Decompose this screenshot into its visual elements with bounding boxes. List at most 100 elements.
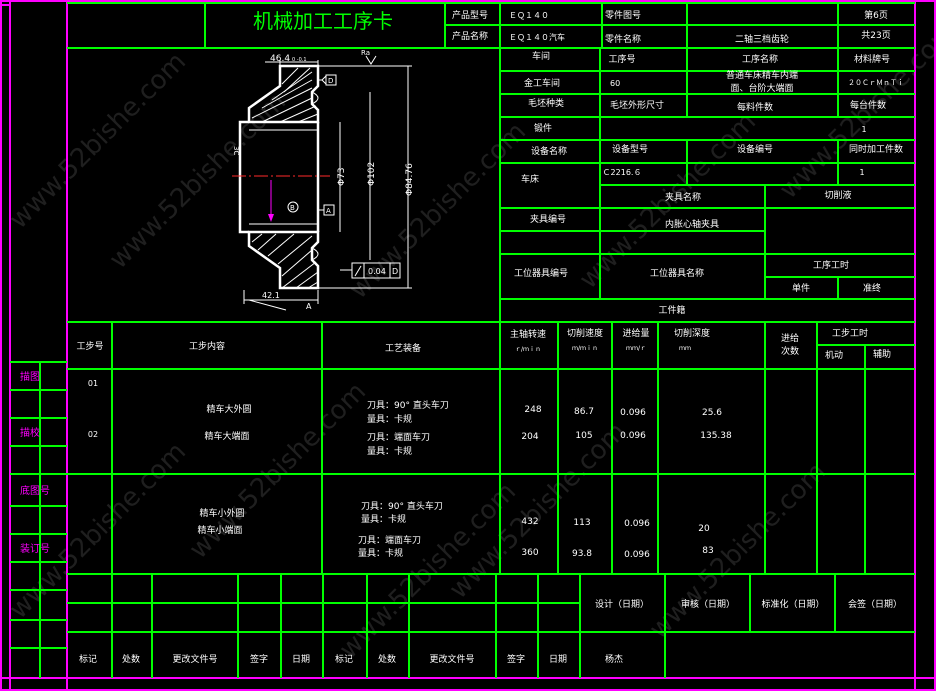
op-name-value-line2: 面、台阶大端面 — [730, 82, 793, 94]
col-step-no: 工步号 — [76, 341, 103, 352]
unit-time-label: 单件 — [792, 282, 810, 294]
gear-section-bottom — [247, 230, 320, 290]
equip-name-label: 设备名称 — [531, 145, 567, 157]
card-title: 机械加工工序卡 — [253, 9, 393, 33]
rev-name: 杨杰 — [605, 653, 623, 665]
col-aux: 辅助 — [873, 348, 891, 360]
runout-datum: D — [392, 267, 398, 276]
groove-bottom — [311, 247, 319, 261]
gear-section-top — [247, 64, 320, 124]
col-step-content: 工步内容 — [189, 340, 225, 352]
station-no-label: 工位器具编号 — [514, 267, 568, 279]
rev-place-2: 处数 — [378, 653, 396, 665]
workshop-value: 金工车间 — [524, 77, 560, 89]
forging-value: 锻件 — [534, 122, 552, 134]
part-drawing-label: 零件图号 — [605, 9, 641, 21]
side-base-drawing-label: 底图号 — [20, 484, 50, 497]
op-time-label: 工序工时 — [813, 259, 849, 271]
op-no-label: 工序号 — [608, 53, 635, 65]
step-speed: 105 — [575, 431, 592, 441]
step-gauge: 量具：卡规 — [367, 413, 412, 425]
step-tool: 刀具：端面车刀 — [358, 534, 421, 546]
dim-top-tolerance: 0 -0.1 — [292, 57, 307, 63]
blank-type-label: 毛坯种类 — [528, 97, 564, 109]
hatching — [251, 67, 319, 289]
col-depth-unit: ｍｍ — [679, 345, 691, 352]
dim-dia-73: Φ73 — [337, 167, 347, 186]
side-cells — [10, 361, 67, 678]
col-feed-unit: ｍｍ/ｒ — [626, 345, 646, 352]
signoff-standard: 标准化（日期） — [761, 598, 824, 610]
rev-place: 处数 — [122, 653, 140, 665]
page-number: 第6页 — [864, 9, 888, 21]
step-feed: 0.096 — [620, 431, 646, 441]
dim-dia-ref: Φ84.76 — [405, 163, 415, 196]
rev-doc-2: 更改文件号 — [429, 653, 474, 665]
simul-value: 1 — [859, 168, 864, 177]
step-depth: 135.38 — [700, 431, 732, 441]
blank-size-label: 毛坯外形尺寸 — [610, 99, 664, 111]
step-speed: 113 — [573, 518, 590, 528]
table-grid — [67, 2, 915, 678]
product-name-label: 产品名称 — [452, 30, 488, 42]
final-time-label: 准终 — [863, 282, 881, 294]
bottom-dim-value: 42.1 — [262, 291, 280, 300]
col-spindle-unit: ｒ/ｍｉｎ — [515, 345, 541, 353]
runout-frame — [351, 262, 401, 279]
bottom-dim-datum: A — [306, 302, 312, 311]
product-name-value: ＥＱ１４０汽车 — [509, 32, 565, 42]
rev-sign: 签字 — [250, 653, 268, 665]
simul-label: 同时加工件数 — [849, 143, 903, 155]
work-content-label: 工件籍 — [658, 304, 685, 316]
step-no: 02 — [88, 430, 98, 439]
col-passes-1: 进给 — [781, 332, 799, 344]
equip-no-label: 设备编号 — [737, 143, 773, 155]
step-spindle: 204 — [521, 432, 538, 442]
fixture-no-label: 夹具编号 — [530, 213, 566, 225]
datum-label-a-right: A — [326, 207, 331, 215]
fixture-name-label: 夹具名称 — [665, 191, 701, 203]
col-feed: 进给量 — [622, 327, 649, 339]
equip-name-value: 车床 — [521, 173, 539, 185]
step-gauge: 量具：卡规 — [361, 513, 406, 525]
step-gauge: 量具：卡规 — [358, 547, 403, 559]
part-drawing: B 46.4 0 -0.1 D Ra Φ73 Φ102 Φ84.76 A 0 — [232, 49, 415, 311]
datum-label-b: B — [290, 204, 295, 212]
step-content: 精车小外圆 — [199, 507, 244, 519]
signoff-design: 设计（日期） — [595, 598, 649, 610]
runout-value: 0.04 — [368, 267, 386, 276]
step-speed: 86.7 — [574, 407, 594, 417]
col-equipment: 工艺装备 — [385, 342, 421, 354]
col-machine: 机动 — [825, 349, 843, 361]
per-unit-value: 1 — [861, 125, 866, 134]
side-check-label: 描校 — [20, 426, 40, 439]
step-feed: 0.096 — [620, 408, 646, 418]
step-row-1: 01 02 精车大外圆 精车大端面 刀具：90° 直头车刀 量具：卡规 刀具：端… — [88, 379, 732, 457]
step-spindle: 432 — [521, 517, 538, 527]
equip-model-label: 设备型号 — [612, 143, 648, 155]
step-content: 精车大端面 — [204, 430, 249, 442]
ra-label: Ra — [361, 49, 370, 57]
dim-dia-102: Φ102 — [367, 162, 377, 186]
product-model-value: ＥＱ１４０ — [509, 11, 549, 20]
rev-mark: 标记 — [79, 653, 97, 665]
step-no: 01 — [88, 379, 98, 388]
part-name-value: 二轴三档齿轮 — [735, 33, 789, 45]
gear-bore-outline — [238, 120, 249, 234]
step-depth: 83 — [702, 546, 713, 556]
fixture-name-value: 内胀心轴夹具 — [665, 218, 719, 230]
step-feed: 0.096 — [624, 519, 650, 529]
step-speed: 93.8 — [572, 549, 592, 559]
left-chamfer-mark: 3C — [232, 146, 240, 155]
station-name-label: 工位器具名称 — [650, 267, 704, 279]
ra-symbol — [365, 55, 377, 65]
step-tool: 刀具：90° 直头车刀 — [361, 500, 443, 512]
step-spindle: 248 — [524, 405, 541, 415]
material-value: ２０ＣｒＭｎＴｉ — [848, 79, 904, 87]
side-binding-label: 装订号 — [20, 542, 50, 555]
col-depth: 切削深度 — [674, 327, 710, 339]
signoff-countersign: 会签（日期） — [848, 598, 902, 610]
part-name-label: 零件名称 — [605, 33, 641, 45]
coolant-label: 切削液 — [824, 189, 851, 201]
